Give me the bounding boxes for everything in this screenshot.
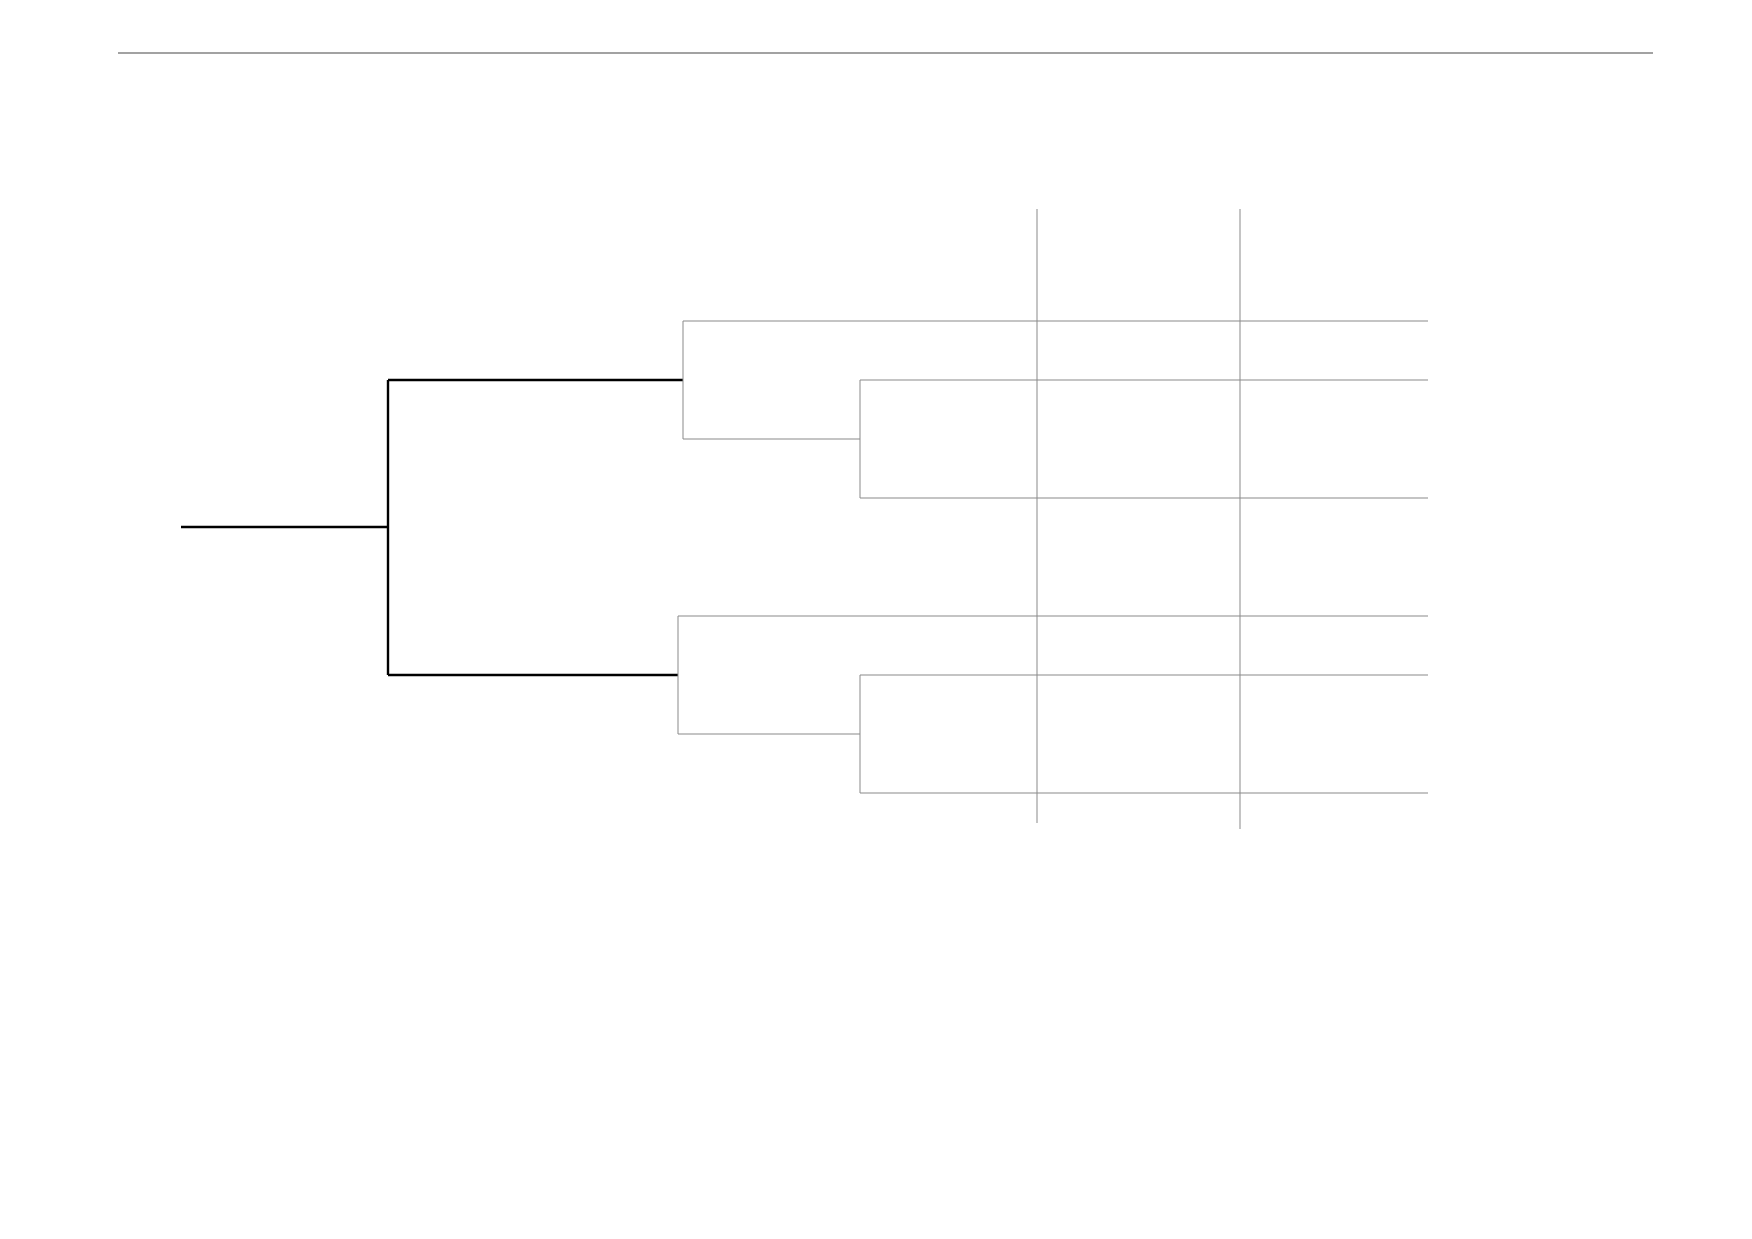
page [118,52,1653,829]
tree-diagram [118,52,1653,829]
